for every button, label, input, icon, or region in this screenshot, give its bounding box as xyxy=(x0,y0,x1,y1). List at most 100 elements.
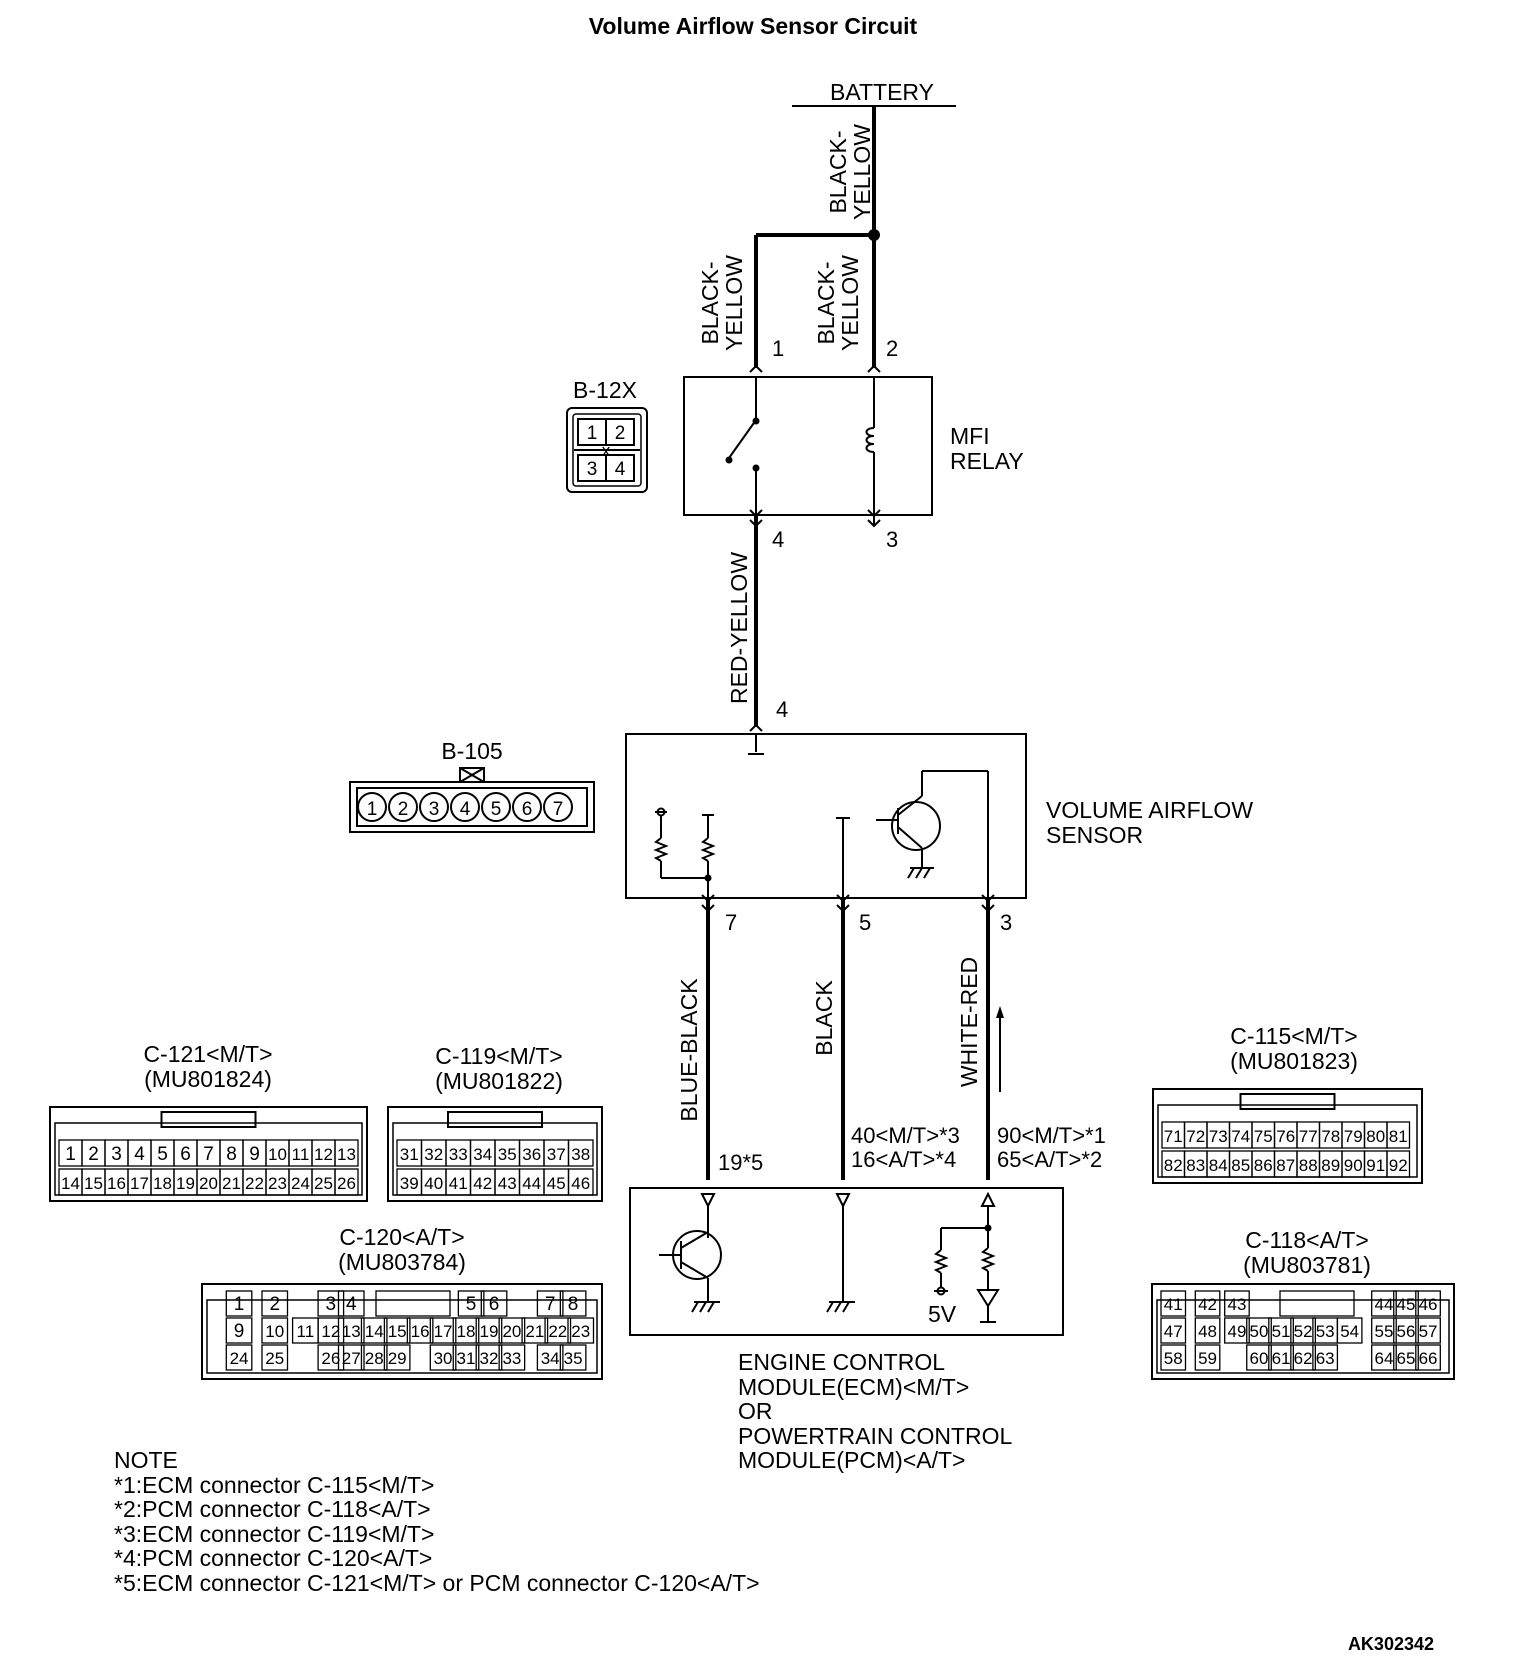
ecm-pin-white-mt: 90<M/T>*1 xyxy=(997,1123,1106,1148)
connector-pin: 13 xyxy=(342,1322,361,1341)
sensor-name-line2: SENSOR xyxy=(1046,822,1143,848)
svg-text:BLACK-YELLOW: BLACK-YELLOW xyxy=(813,255,863,351)
connector-pin: 77 xyxy=(1299,1127,1318,1146)
connector-pin: 15 xyxy=(84,1174,103,1193)
connector-pin: 34 xyxy=(541,1349,560,1368)
connector-pin: 35 xyxy=(498,1145,517,1164)
relay-pin-1: 1 xyxy=(772,336,784,361)
svg-text:x: x xyxy=(602,441,611,460)
svg-text:BLACK: BLACK xyxy=(811,980,837,1056)
connector-pin: 57 xyxy=(1419,1322,1438,1341)
connector-pin: 7 xyxy=(203,1144,214,1165)
wire-label-relay-pin2: BLACK-YELLOW xyxy=(813,255,863,351)
connector-pin: 87 xyxy=(1276,1156,1295,1175)
connector-pin: 60 xyxy=(1250,1349,1269,1368)
connector-pin: 23 xyxy=(571,1322,590,1341)
sensor-pin-7: 7 xyxy=(725,910,737,935)
relay-name-line1: MFI xyxy=(950,423,990,449)
connector-pin: 41 xyxy=(449,1174,468,1193)
ecm-name-line4: POWERTRAIN CONTROL xyxy=(738,1423,1013,1449)
connector-pin: 10 xyxy=(268,1145,287,1164)
connector-pin: 32 xyxy=(479,1349,498,1368)
connector-pin: 4 xyxy=(134,1144,145,1165)
connector-pin: 73 xyxy=(1209,1127,1228,1146)
notes-heading: NOTE xyxy=(114,1447,178,1473)
connector-pin: 7 xyxy=(545,1294,556,1315)
relay-pin-3: 3 xyxy=(886,527,898,552)
connector-pin: 37 xyxy=(547,1145,566,1164)
connector-pin: 40 xyxy=(424,1174,443,1193)
c119-part: (MU801822) xyxy=(435,1068,563,1094)
connector-pin: 33 xyxy=(502,1349,521,1368)
notes: NOTE *1:ECM connector C-115<M/T> *2:PCM … xyxy=(114,1447,760,1596)
connector-pin: 26 xyxy=(337,1174,356,1193)
connector-pin: 8 xyxy=(568,1294,579,1315)
connector-pin: 51 xyxy=(1272,1322,1291,1341)
b12x-pin-1: 1 xyxy=(587,423,598,444)
battery-wires xyxy=(749,106,881,373)
connector-pin: 86 xyxy=(1254,1156,1273,1175)
connector-pin: 92 xyxy=(1389,1156,1408,1175)
connector-pin: 42 xyxy=(473,1174,492,1193)
connector-pin: 8 xyxy=(226,1144,237,1165)
connector-pin: 15 xyxy=(388,1322,407,1341)
connector-pin: 25 xyxy=(314,1174,333,1193)
connector-pin: 74 xyxy=(1231,1127,1250,1146)
connector-pin: 66 xyxy=(1419,1349,1438,1368)
note-1: *1:ECM connector C-115<M/T> xyxy=(114,1472,434,1498)
sensor-output-wires xyxy=(701,894,1004,1180)
connector-pin: 9 xyxy=(249,1144,260,1165)
connector-pin: 18 xyxy=(153,1174,172,1193)
connector-pin: 45 xyxy=(547,1174,566,1193)
svg-text:BLUE-BLACK: BLUE-BLACK xyxy=(676,978,702,1122)
connector-pin: 43 xyxy=(498,1174,517,1193)
connector-pin: 81 xyxy=(1389,1127,1408,1146)
connector-pin: 47 xyxy=(1164,1322,1183,1341)
connector-pin: 89 xyxy=(1321,1156,1340,1175)
connector-pin: 10 xyxy=(265,1322,284,1341)
connector-pin: 31 xyxy=(400,1145,419,1164)
connector-pin: 17 xyxy=(130,1174,149,1193)
b105-pin: 1 xyxy=(367,799,378,820)
connector-pin: 38 xyxy=(571,1145,590,1164)
connector-pin: 17 xyxy=(434,1322,453,1341)
connector-pin: 22 xyxy=(245,1174,264,1193)
wire-label-relay-pin1: BLACK-YELLOW xyxy=(697,255,747,351)
connector-pin: 33 xyxy=(449,1145,468,1164)
b105-pin: 4 xyxy=(460,799,471,820)
ecm-pin-black-at: 16<A/T>*4 xyxy=(851,1147,956,1172)
sensor-pin-4: 4 xyxy=(776,697,788,722)
connector-pin: 58 xyxy=(1164,1349,1183,1368)
connector-pin: 32 xyxy=(424,1145,443,1164)
connector-pin: 2 xyxy=(88,1144,99,1165)
connector-pin: 25 xyxy=(265,1349,284,1368)
connector-pin: 46 xyxy=(571,1174,590,1193)
connector-pin: 5 xyxy=(466,1294,477,1315)
connector-pin: 82 xyxy=(1164,1156,1183,1175)
b12x-pin-4: 4 xyxy=(615,459,626,480)
connector-pin: 80 xyxy=(1366,1127,1385,1146)
connector-pin: 19 xyxy=(479,1322,498,1341)
ecm-name-line5: MODULE(PCM)<A/T> xyxy=(738,1447,965,1473)
ecm-voltage: 5V xyxy=(928,1301,957,1327)
connector-pin: 27 xyxy=(342,1349,361,1368)
battery-label: BATTERY xyxy=(830,79,934,105)
connector-pin: 5 xyxy=(157,1144,168,1165)
connector-pin: 53 xyxy=(1316,1322,1335,1341)
ecm-pin-white-at: 65<A/T>*2 xyxy=(997,1147,1102,1172)
connector-pin: 2 xyxy=(269,1294,280,1315)
connector-pin: 23 xyxy=(268,1174,287,1193)
connector-pin: 64 xyxy=(1374,1349,1393,1368)
ecm-name-line1: ENGINE CONTROL xyxy=(738,1349,945,1375)
note-5: *5:ECM connector C-121<M/T> or PCM conne… xyxy=(114,1570,760,1596)
connector-pin: 44 xyxy=(1374,1295,1393,1314)
connector-pin: 65 xyxy=(1397,1349,1416,1368)
connector-pin: 4 xyxy=(346,1294,357,1315)
connector-pin: 16 xyxy=(107,1174,126,1193)
connector-pin: 11 xyxy=(297,1322,315,1341)
c115-part: (MU801823) xyxy=(1230,1048,1358,1074)
ecm-name-line3: OR xyxy=(738,1398,773,1424)
